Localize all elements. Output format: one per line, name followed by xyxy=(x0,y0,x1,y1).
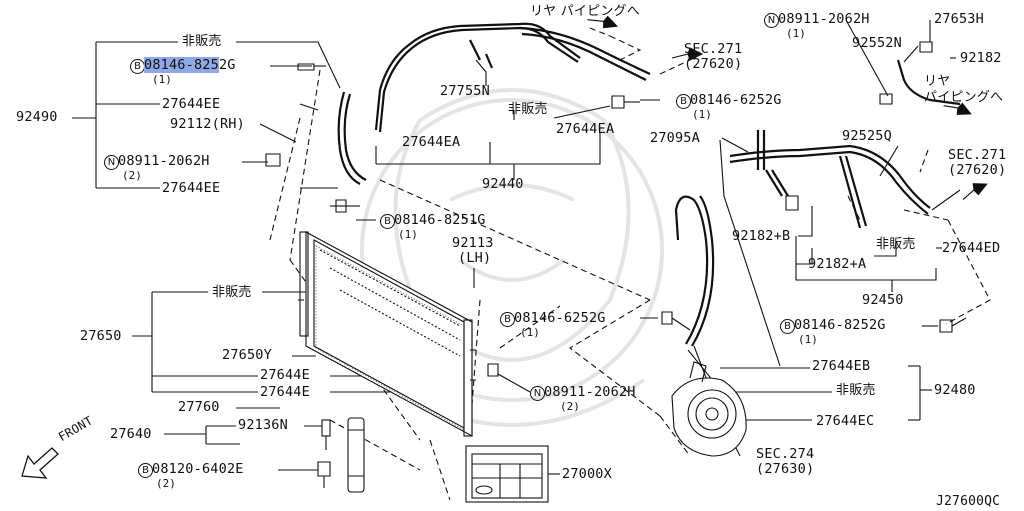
qty: (2) xyxy=(156,477,176,490)
arrows xyxy=(587,15,988,200)
part-27644ED[interactable]: 27644ED xyxy=(942,240,1001,256)
label-not-for-sale: 非販売 xyxy=(508,102,548,117)
part-27644EE-top[interactable]: 27644EE xyxy=(162,96,221,112)
part-08911-2062H-right[interactable]: 08911-2062H xyxy=(778,11,870,27)
part-08146-6252G-top[interactable]: 08146-6252G xyxy=(690,92,782,108)
part-08120-6402E[interactable]: 08120-6402E xyxy=(152,461,244,477)
part-27644E-top[interactable]: 27644E xyxy=(260,367,310,383)
part-27644EE-bottom[interactable]: 27644EE xyxy=(162,180,221,196)
part-08146-8251G[interactable]: 08146-8251G xyxy=(394,212,486,228)
part-27650[interactable]: 27650 xyxy=(80,328,122,344)
label-to-rear-piping-2: パイピングへ xyxy=(924,90,1004,105)
part-92490[interactable]: 92490 xyxy=(16,109,58,125)
part-27644EA-left[interactable]: 27644EA xyxy=(402,134,461,150)
part-92525Q[interactable]: 92525Q xyxy=(842,128,892,144)
part-92440[interactable]: 92440 xyxy=(482,176,524,192)
bolt-symbol-b: B xyxy=(138,463,153,478)
part-27653H[interactable]: 27653H xyxy=(934,11,984,27)
part-27095A[interactable]: 27095A xyxy=(650,130,700,146)
part-08146-8252G-top[interactable]: 08146-8252G xyxy=(144,57,236,73)
part-27755N[interactable]: 27755N xyxy=(440,83,490,99)
part-92136N[interactable]: 92136N xyxy=(238,417,288,433)
part-92182-B[interactable]: 92182+B xyxy=(732,228,791,244)
qty: (2) xyxy=(560,400,580,413)
nut-symbol-n: N xyxy=(530,386,545,401)
front-arrow xyxy=(21,447,59,479)
qty: (1) xyxy=(398,228,418,241)
part-08146-8252G-right[interactable]: 08146-8252G xyxy=(794,317,886,333)
part-27644EB[interactable]: 27644EB xyxy=(812,358,871,374)
label-not-for-sale: 非販売 xyxy=(836,383,876,398)
part-92552N[interactable]: 92552N xyxy=(852,35,902,51)
label-to-rear-piping: リヤ パイピングへ xyxy=(530,4,640,19)
pipes-left xyxy=(337,22,651,185)
diagram-code: J27600QC xyxy=(936,494,1001,509)
bolt-symbol-b: B xyxy=(676,94,691,109)
sec-274[interactable]: SEC.274 xyxy=(756,446,815,462)
sec-271-top[interactable]: SEC.271 xyxy=(684,41,743,57)
part-08911-2062H-left[interactable]: 08911-2062H xyxy=(118,153,210,169)
label-box xyxy=(465,445,549,503)
pipes-right xyxy=(674,59,961,347)
part-27650Y[interactable]: 27650Y xyxy=(222,347,272,363)
bolt-symbol-b: B xyxy=(380,214,395,229)
part-27000X[interactable]: 27000X xyxy=(562,466,612,482)
part-92450[interactable]: 92450 xyxy=(862,292,904,308)
nut-symbol-n: N xyxy=(104,155,119,170)
part-27644E-bottom[interactable]: 27644E xyxy=(260,384,310,400)
bolt-symbol-b: B xyxy=(500,312,515,327)
bolt-symbol-b: B xyxy=(130,59,145,74)
qty: (1) xyxy=(692,108,712,121)
receiver-drier xyxy=(321,417,365,493)
label-to-rear-piping-1: リヤ xyxy=(924,74,951,89)
part-27644EC[interactable]: 27644EC xyxy=(816,413,875,429)
qty: (1) xyxy=(786,27,806,40)
highlighted-part-number: 08146-825 xyxy=(144,57,219,73)
part-27644EA-right[interactable]: 27644EA xyxy=(556,121,615,137)
sec-271-right[interactable]: SEC.271 xyxy=(948,147,1007,163)
label-lh: (LH) xyxy=(458,250,492,266)
bolts xyxy=(265,41,967,488)
bolt-symbol-b: B xyxy=(780,319,795,334)
compressor xyxy=(671,361,747,457)
qty: (2) xyxy=(122,169,142,182)
part-27640[interactable]: 27640 xyxy=(110,426,152,442)
part-27760[interactable]: 27760 xyxy=(178,399,220,415)
part-92182[interactable]: 92182 xyxy=(960,50,1002,66)
qty: (1) xyxy=(152,73,172,86)
qty: (1) xyxy=(520,326,540,339)
part-92113[interactable]: 92113 xyxy=(452,235,494,251)
leader-lines xyxy=(72,19,961,471)
ref-27620-right: (27620) xyxy=(948,162,1007,178)
label-not-for-sale: 非販売 xyxy=(212,285,252,300)
dashed-leaders xyxy=(269,27,991,501)
ref-27620-top: (27620) xyxy=(684,56,743,72)
label-not-for-sale: 非販売 xyxy=(876,237,916,252)
label-not-for-sale: 非販売 xyxy=(182,34,222,49)
ref-27630: (27630) xyxy=(756,461,815,477)
part-92112-rh[interactable]: 92112(RH) xyxy=(170,116,245,132)
nut-symbol-n: N xyxy=(764,13,779,28)
part-08911-2062H-mid[interactable]: 08911-2062H xyxy=(544,384,636,400)
part-92480[interactable]: 92480 xyxy=(934,382,976,398)
part-08146-6252G-mid[interactable]: 08146-6252G xyxy=(514,310,606,326)
qty: (1) xyxy=(798,333,818,346)
part-number-suffix: 2G xyxy=(218,57,236,73)
part-92182-A[interactable]: 92182+A xyxy=(808,256,867,272)
condenser xyxy=(298,231,476,437)
